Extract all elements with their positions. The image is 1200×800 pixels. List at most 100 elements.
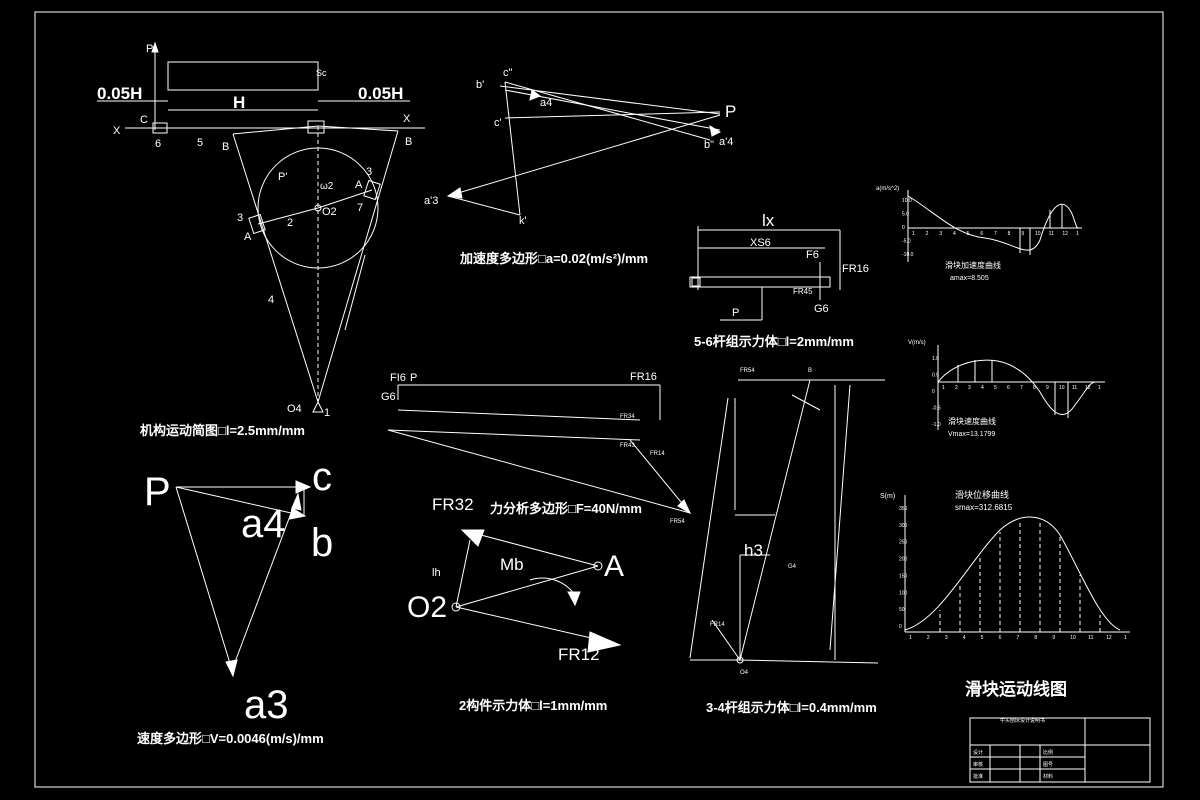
accel_curve-y-tick: 0 — [902, 225, 905, 231]
accel_curve-x-tick: 6 — [980, 231, 983, 237]
vc-max: Vmax=13.1799 — [948, 431, 995, 438]
g56-fr16: FR16 — [842, 263, 869, 275]
fp-fi6: FI6 — [390, 372, 406, 384]
acc-arrow-a3 — [446, 187, 463, 199]
m2-o2: O2 — [407, 591, 447, 624]
velocity_curve-x-tick: 8 — [1033, 385, 1036, 391]
mech-num-3-left: 3 — [237, 212, 243, 224]
m2-mb: Mb — [500, 555, 524, 574]
g56-slider-body — [689, 276, 831, 288]
vel-b: b — [311, 521, 333, 565]
accel_curve-y-tick: -10.0 — [902, 252, 914, 258]
caption-force-polygon: 力分析多边形□F=40N/mm — [490, 501, 642, 516]
crank-2 — [257, 207, 319, 225]
title-block: 牛头刨床设计说明书 设计 审核 批准 比例 图号 材料 — [969, 717, 1151, 783]
mech-o2: O2 — [322, 206, 337, 218]
dim-005h-left: 0.05H — [97, 84, 142, 103]
displacement_curve-y-tick: 200 — [899, 557, 908, 563]
acc-line-4 — [504, 111, 721, 119]
accel_curve-x-tick: 8 — [1008, 231, 1011, 237]
displacement_curve-x-tick: 3 — [945, 635, 948, 641]
velocity_curve-y-tick: 1.0 — [932, 356, 939, 362]
caption-acceleration: 加速度多边形□a=0.02(m/s²)/mm — [459, 251, 648, 266]
caption-group34: 3-4杆组示力体□l=0.4mm/mm — [706, 700, 877, 715]
m2-fr32-line — [461, 529, 599, 567]
ac-ylabel: a(m/s^2) — [876, 186, 899, 192]
displacement_curve-y-tick: 300 — [899, 523, 908, 529]
g34-g4: G4 — [788, 564, 797, 570]
g34-h3: h3 — [744, 541, 763, 560]
m2-fr12-line — [455, 606, 601, 641]
caption-mechanism: 机构运动简图□l=2.5mm/mm — [140, 423, 305, 438]
mech-b-left: B — [222, 141, 229, 153]
mech-p-prime: P' — [278, 171, 287, 183]
tb-r3: 批准 — [973, 773, 983, 780]
g34-left-line — [689, 397, 729, 659]
displacement_curve-y-tick: 250 — [899, 540, 908, 546]
mech-b-right: B — [405, 136, 412, 148]
dc-curve — [904, 516, 1121, 631]
mech-num-3-right: 3 — [366, 166, 372, 178]
velocity_curve-y-tick: -1.0 — [932, 422, 941, 428]
acc-line-5 — [504, 81, 521, 216]
mech-omega: ω2 — [320, 181, 334, 192]
velocity_curve-x-tick: 1 — [942, 385, 945, 391]
fp-arrow — [677, 499, 692, 515]
mech-num-4: 4 — [268, 294, 274, 306]
link-4-left — [232, 133, 319, 403]
velocity-polygon: P c a4 b a3 速度多边形□V=0.0046(m/s)/mm — [137, 455, 333, 746]
group-34-freebody: B h3 G4 O4 FR14 FR54 3-4杆组示力体□l=0.4mm/mm — [689, 368, 885, 715]
fp-fr14: FR14 — [650, 451, 665, 457]
mech-num-1: 1 — [324, 407, 330, 419]
vc-title: 滑块速度曲线 — [948, 416, 996, 426]
acc-b-prime: b' — [476, 79, 484, 91]
fp-fr54: FR54 — [670, 519, 685, 525]
dc-max: smax=312.6815 — [955, 503, 1013, 512]
acc-a4-prime: a'4 — [719, 136, 733, 148]
m2-pivot-o2 — [451, 602, 461, 612]
mech-num-7: 7 — [357, 202, 363, 214]
displacement_curve-x-tick: 10 — [1070, 635, 1076, 641]
m2-fr12-arrow — [587, 631, 622, 653]
displacement_curve-x-tick: 5 — [981, 635, 984, 641]
link-5-left — [232, 125, 319, 135]
g56-xs6: XS6 — [750, 237, 771, 249]
acc-c-prime: c' — [494, 117, 502, 129]
mech-a-left: A — [244, 231, 252, 243]
fp-fr16: FR16 — [630, 371, 657, 383]
acc-p: P — [725, 102, 736, 121]
g56-fs: F6 — [806, 249, 819, 261]
accel_curve-y-tick: 5.0 — [902, 212, 909, 218]
ac-max: amax=8.505 — [950, 275, 989, 282]
fp-line-2 — [397, 409, 641, 421]
vel-c: c — [312, 455, 332, 499]
accel_curve-y-tick: -5.0 — [902, 239, 911, 245]
tb-header: 牛头刨床设计说明书 — [1000, 717, 1045, 724]
displacement_curve-x-tick: 7 — [1017, 635, 1020, 641]
link-4-ref — [344, 254, 366, 331]
mech-num-6: 6 — [155, 138, 161, 150]
mech-o4: O4 — [287, 403, 302, 415]
dim-box — [167, 61, 319, 91]
slider-c — [152, 122, 168, 134]
velocity_curve-x-tick: 1 — [1098, 385, 1101, 391]
mechanism-diagram: P Sc 0.05H 0.05H H X X C 6 5 B B 3 A 2 — [97, 41, 425, 438]
displacement_curve-y-tick: 100 — [899, 590, 908, 596]
mech-sc: Sc — [316, 68, 327, 78]
caption-member2: 2构件示力体□l=1mm/mm — [459, 698, 607, 713]
fp-line-5 — [629, 439, 691, 514]
dc-ylabel: S(m) — [880, 493, 895, 500]
group-56-freebody: lx XS6 FR16 F6 FR45 G6 P 5-6杆组示力体□l=2mm/… — [689, 211, 869, 349]
fp-p: P — [410, 372, 417, 384]
pivot-o4 — [312, 400, 324, 413]
displacement_curve-x-tick: 6 — [999, 635, 1002, 641]
g34-pivot-o4 — [736, 656, 744, 664]
velocity_curve-x-tick: 10 — [1059, 385, 1065, 391]
crank-2b — [317, 189, 373, 209]
accel_curve-x-tick: 1 — [912, 231, 915, 237]
mech-p: P — [146, 43, 153, 55]
accel_curve-x-tick: 2 — [926, 231, 929, 237]
mech-num-5: 5 — [197, 137, 203, 149]
g56-g6: G6 — [814, 303, 829, 315]
acc-line-2 — [504, 89, 721, 131]
